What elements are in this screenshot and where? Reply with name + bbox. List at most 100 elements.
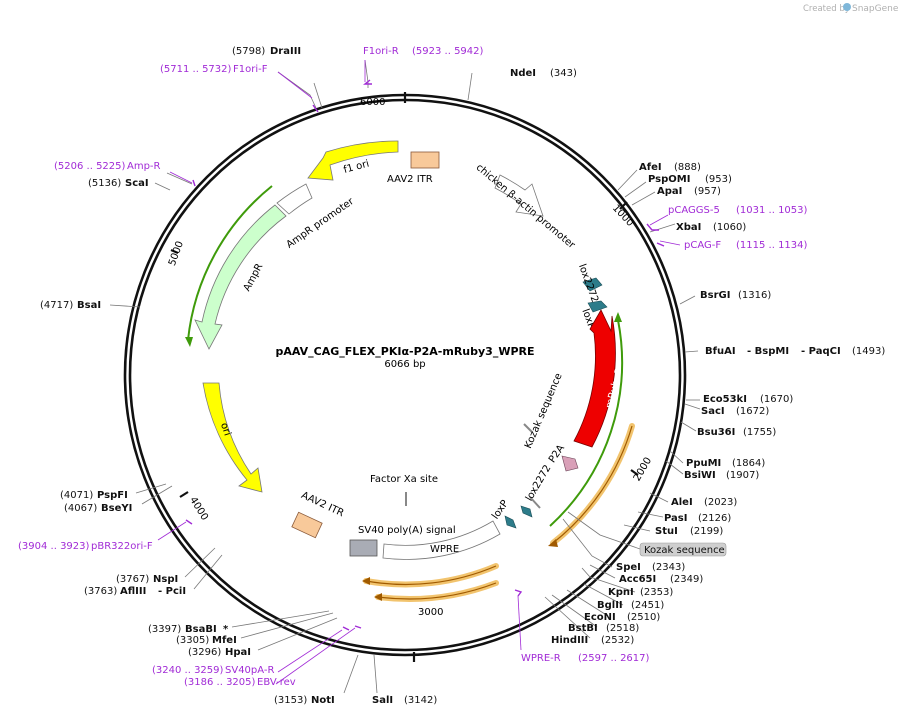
feature-p2a[interactable] [561,455,579,472]
feature-kozak[interactable] [523,423,533,433]
feature-lox-mid[interactable] [520,505,533,518]
site-bsrgi-name[interactable]: BsrGI [700,290,730,301]
site-ndei-name[interactable]: NdeI [510,68,536,79]
primer-f1ori-f-name[interactable]: F1ori-F [233,64,268,75]
primer-f1ori-r-range: (5923 .. 5942) [412,46,484,57]
feature-lox2272-top[interactable] [582,277,603,292]
site-ppumi-name[interactable]: PpuMI [686,458,721,469]
site-bstbi-name[interactable]: BstBI [568,623,598,634]
feature-wpre[interactable] [382,520,501,560]
site-bglii-name[interactable]: BglII [597,600,623,611]
site-afei-name[interactable]: AfeI [639,162,662,173]
site-saci-pos: (1672) [736,406,769,417]
site-bsabi-star: * [223,624,229,635]
site-bfuai-name[interactable]: BfuAI [705,346,736,357]
site-stui-pos: (2199) [690,526,723,537]
site-nspi-name[interactable]: NspI [153,574,178,585]
primer-pcag-f-name[interactable]: pCAG-F [684,240,721,251]
site-pspomi-name[interactable]: PspOMI [648,174,690,185]
site-xbai-pos: (1060) [713,222,746,233]
label-ampr: AmpR [242,262,266,294]
site-alei-pos: (2023) [704,497,737,508]
site-alei-name[interactable]: AleI [671,497,693,508]
site-afliii-name[interactable]: AflIII [120,586,146,597]
site-pspfi-name[interactable]: PspFI [97,490,128,501]
site-kozak-tag-box[interactable] [639,542,727,557]
site-acc65i-name[interactable]: Acc65I [619,574,656,585]
site-spei-name[interactable]: SpeI [616,562,641,573]
orf-orange-low-arrow [374,593,382,601]
site-kpni-pos: (2353) [640,587,673,598]
site-hpai-name[interactable]: HpaI [225,647,251,658]
primer-ebv-rev-name[interactable]: EBV-rev [257,677,296,688]
feature-ori[interactable] [202,382,263,493]
site-hindiii-name[interactable]: HindIII [551,635,588,646]
primer-f1ori-r-name[interactable]: F1ori-R [363,46,399,57]
primer-pbr322ori-f-range: (3904 .. 3923) [18,541,90,552]
feature-ampr[interactable] [194,204,287,350]
credit-brand: SnapGene [852,4,899,14]
site-pasi-name[interactable]: PasI [664,513,687,524]
site-bsai-name[interactable]: BsaI [77,300,101,311]
feature-aav2-itr-top[interactable] [410,151,440,169]
site-afliii-pos: (3763) [84,586,117,597]
site-leader-lines [109,59,701,694]
label-lox2272-bottom: lox2272 [524,463,554,503]
site-stui-name[interactable]: StuI [655,526,678,537]
site-bspmi-name[interactable]: - BspMI [747,346,789,357]
site-bsiwi-name[interactable]: BsiWI [684,470,716,481]
site-bglii-pos: (2451) [631,600,664,611]
site-draiii-pos: (5798) [232,46,265,57]
primer-sv40pa-r-name[interactable]: SV40pA-R [225,665,274,676]
site-eco53ki-pos: (1670) [760,394,793,405]
site-apai-pos: (957) [694,186,721,197]
site-hindiii-pos: (2532) [601,635,634,646]
feature-cba-promoter[interactable] [494,174,544,217]
site-kozak-tag-name: Kozak sequence [644,545,725,556]
site-draiii-name[interactable]: DraIII [270,46,301,57]
site-paqci-name[interactable]: - PaqCI [801,346,841,357]
site-saci-name[interactable]: SacI [701,406,725,417]
primer-amp-r-name[interactable]: Amp-R [127,161,161,172]
feature-sv40-polya[interactable] [349,539,378,557]
site-xbai-name[interactable]: XbaI [676,222,701,233]
site-sali-name[interactable]: SalI [372,695,393,706]
feature-loxp-bottom[interactable] [504,515,517,529]
primer-sv40pa-r-range: (3240 .. 3259) [152,665,224,676]
site-bseyi-name[interactable]: BseYI [101,503,132,514]
label-ori: ori [218,421,232,437]
site-noti-pos: (3153) [274,695,307,706]
site-econi-name[interactable]: EcoNI [584,612,616,623]
site-bseyi-pos: (4067) [64,503,97,514]
label-aav2-itr-bottom: AAV2 ITR [299,490,345,519]
feature-ampr-promoter[interactable] [276,183,313,215]
feature-loxp-top[interactable] [587,300,608,313]
site-noti-name[interactable]: NotI [311,695,335,706]
label-cba-promoter: chicken β-actin promoter [474,162,578,252]
primer-pbr322ori-f-name[interactable]: pBR322ori-F [91,541,153,552]
site-eco53ki-name[interactable]: Eco53kI [703,394,747,405]
primer-wpre-r-name[interactable]: WPRE-R [521,653,561,664]
site-apai-name[interactable]: ApaI [657,186,682,197]
primer-f1ori-f-range: (5711 .. 5732) [160,64,232,75]
site-nspi-pos: (3767) [116,574,149,585]
site-bsu36i-pos: (1755) [743,427,776,438]
site-pcii-name[interactable]: - PciI [158,586,186,597]
feature-mruby3[interactable] [573,309,616,448]
primer-pcaggs5-name[interactable]: pCAGGS-5 [668,205,720,216]
site-acc65i-pos: (2349) [670,574,703,585]
tick-marks [170,92,639,662]
primer-ebv-rev-range: (3186 .. 3205) [184,677,256,688]
site-scai-name[interactable]: ScaI [125,178,149,189]
site-kpni-name[interactable]: KpnI [608,587,634,598]
site-bsabi-name[interactable]: BsaBI [185,624,217,635]
feature-aav2-itr-bottom[interactable] [291,511,323,539]
feature-f1-ori[interactable] [307,140,399,181]
site-afei-pos: (888) [674,162,701,173]
feature-lox2272-bottom[interactable] [529,496,541,509]
site-pspomi-pos: (953) [705,174,732,185]
orf-mruby3-arrow [614,312,622,322]
site-bsu36i-name[interactable]: Bsu36I [697,427,735,438]
site-mfei-name[interactable]: MfeI [212,635,237,646]
